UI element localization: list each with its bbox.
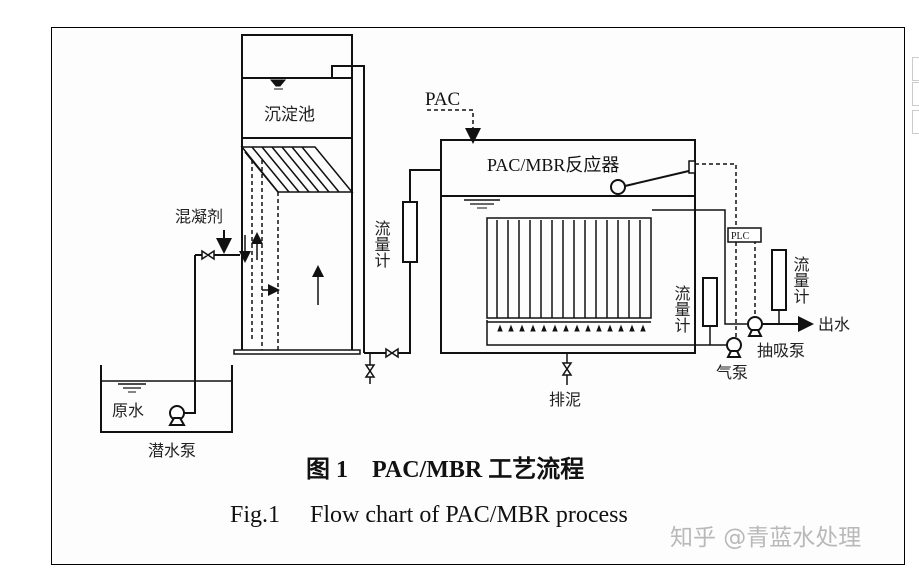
- aeration-diffuser: [541, 324, 547, 332]
- flowmeter-2-label: 流量计: [672, 285, 691, 333]
- pac-dosing-line: [427, 109, 474, 137]
- flowmeter-2: [702, 277, 718, 327]
- air-pump-icon: [726, 337, 742, 358]
- sludge-valve-icon: [561, 353, 573, 385]
- valve-icon: [364, 347, 399, 384]
- flowmeter-1-label: 流量计: [372, 220, 391, 268]
- plc-box: [727, 227, 762, 243]
- aeration-diffuser: [574, 324, 580, 332]
- submersible-pump-icon: [168, 255, 196, 426]
- air-pump-label: 气泵: [716, 363, 748, 382]
- settling-tank: [233, 34, 365, 355]
- watermark: 知乎 @青蓝水处理: [670, 525, 861, 551]
- side-tab: [912, 57, 919, 81]
- flowmeter-1: [402, 201, 418, 263]
- aeration-diffuser: [552, 324, 558, 332]
- flowmeter-3: [771, 249, 787, 311]
- aeration-diffuser: [596, 324, 602, 332]
- reactor-label: PAC/MBR反应器: [487, 155, 619, 175]
- plc-signal-line: [695, 163, 737, 338]
- caption-en: Fig.1 Flow chart of PAC/MBR process: [230, 502, 628, 528]
- aeration-diffuser: [640, 324, 646, 332]
- raw-water-tank: [100, 365, 233, 433]
- aeration-diffuser: [530, 324, 536, 332]
- figure-frame: [51, 27, 905, 565]
- valve-icon: [201, 249, 215, 261]
- suction-pump-icon: [747, 316, 763, 337]
- sludge-discharge-label: 排泥: [549, 390, 581, 409]
- transfer-pipe: [364, 260, 411, 354]
- raw-water-label: 原水: [112, 401, 144, 420]
- pac-label: PAC: [425, 89, 460, 110]
- caption-zh: 图 1 PAC/MBR 工艺流程: [306, 456, 584, 483]
- settling-tank-label: 沉淀池: [264, 105, 315, 125]
- aeration-diffuser: [618, 324, 624, 332]
- side-tab: [912, 110, 919, 134]
- aeration-diffuser: [519, 324, 525, 332]
- flowmeter-3-label: 流量计: [791, 256, 810, 304]
- coagulant-label: 混凝剂: [175, 207, 223, 226]
- suction-pump-label: 抽吸泵: [757, 341, 805, 360]
- reactor-inlet-pipe: [409, 169, 441, 202]
- pac-mbr-reactor: [440, 139, 735, 354]
- plc-label: PLC: [731, 231, 750, 242]
- aeration-diffuser: [563, 324, 569, 332]
- aeration-diffuser: [629, 324, 635, 332]
- effluent-label: 出水: [818, 315, 850, 334]
- aeration-diffuser: [497, 324, 503, 332]
- aeration-diffuser: [607, 324, 613, 332]
- side-tab: [912, 82, 919, 106]
- submersible-pump-label: 潜水泵: [148, 441, 196, 460]
- aeration-diffuser: [508, 324, 514, 332]
- aeration-diffuser: [585, 324, 591, 332]
